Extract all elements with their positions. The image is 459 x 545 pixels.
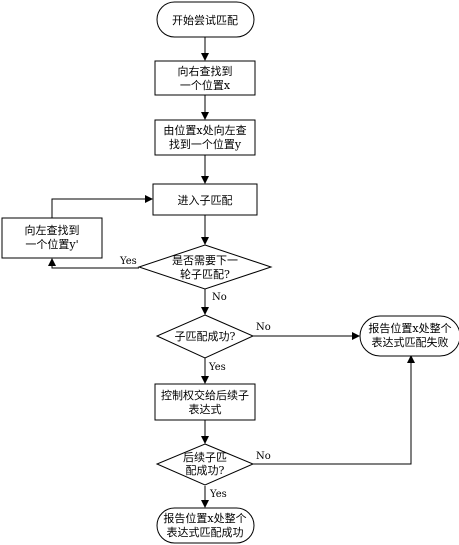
node-find-x-label-1: 一个位置x (180, 78, 231, 92)
node-handoff-label-1: 表达式 (189, 402, 222, 416)
edge-label-next-no: No (256, 451, 271, 462)
node-start: 开始尝试匹配 (156, 1, 255, 38)
edge-label-sub-no: No (256, 322, 271, 333)
node-next-ok-label-1: 配成功? (186, 464, 225, 477)
edge-need-next-yes-to-find-y2 (48, 258, 139, 269)
node-sub-ok: 子匹配成功? (155, 314, 255, 359)
node-next-ok-label-0: 后续子匹 (183, 450, 227, 464)
edge-label-sub-yes: Yes (208, 362, 226, 373)
node-find-y-label-0: 由位置x处向左查 (163, 123, 246, 137)
node-need-next-label-1: 轮子匹配? (180, 267, 230, 281)
node-fail: 报告位置x处整个 表达式匹配失败 (359, 315, 459, 357)
node-sub-ok-label-0: 子匹配成功? (175, 330, 236, 343)
node-find-y2-label-0: 向左查找到 (25, 223, 80, 237)
node-find-y2-label-1: 一个位置y' (25, 237, 78, 251)
node-find-x-label-0: 向右查找到 (178, 64, 233, 78)
node-need-next: 是否需要下一 轮子匹配? (137, 244, 273, 290)
node-start-label-0: 开始尝试匹配 (172, 13, 238, 27)
node-success: 报告位置x处整个 表达式匹配成功 (156, 507, 255, 544)
node-success-label-1: 表达式匹配成功 (167, 525, 244, 539)
node-find-y: 由位置x处向左查 找到一个位置y (154, 119, 256, 156)
node-handoff-label-0: 控制权交给后续子 (161, 388, 249, 402)
edge-next-ok-no-to-fail (253, 355, 415, 465)
node-enter-sub: 进入子匹配 (152, 183, 258, 216)
edge-label-need-no: No (212, 292, 227, 303)
edge-label-need-yes: Yes (119, 256, 137, 267)
node-fail-label-0: 报告位置x处整个 (368, 321, 451, 335)
node-find-y2: 向左查找到 一个位置y' (1, 217, 103, 259)
node-find-x: 向右查找到 一个位置x (154, 60, 256, 96)
edge-find-y2-to-enter-sub (51, 195, 153, 218)
node-find-y-label-1: 找到一个位置y (169, 137, 242, 151)
node-handoff: 控制权交给后续子 表达式 (154, 383, 256, 421)
node-fail-label-1: 表达式匹配失败 (372, 335, 449, 349)
node-success-label-0: 报告位置x处整个 (163, 511, 246, 525)
node-need-next-label-0: 是否需要下一 (172, 254, 238, 267)
node-enter-sub-label-0: 进入子匹配 (178, 194, 233, 207)
node-next-ok: 后续子匹 配成功? (155, 443, 255, 486)
edges (48, 37, 415, 508)
edge-label-next-yes: Yes (209, 489, 227, 500)
edge-labels: Yes No No Yes No Yes (119, 256, 271, 500)
